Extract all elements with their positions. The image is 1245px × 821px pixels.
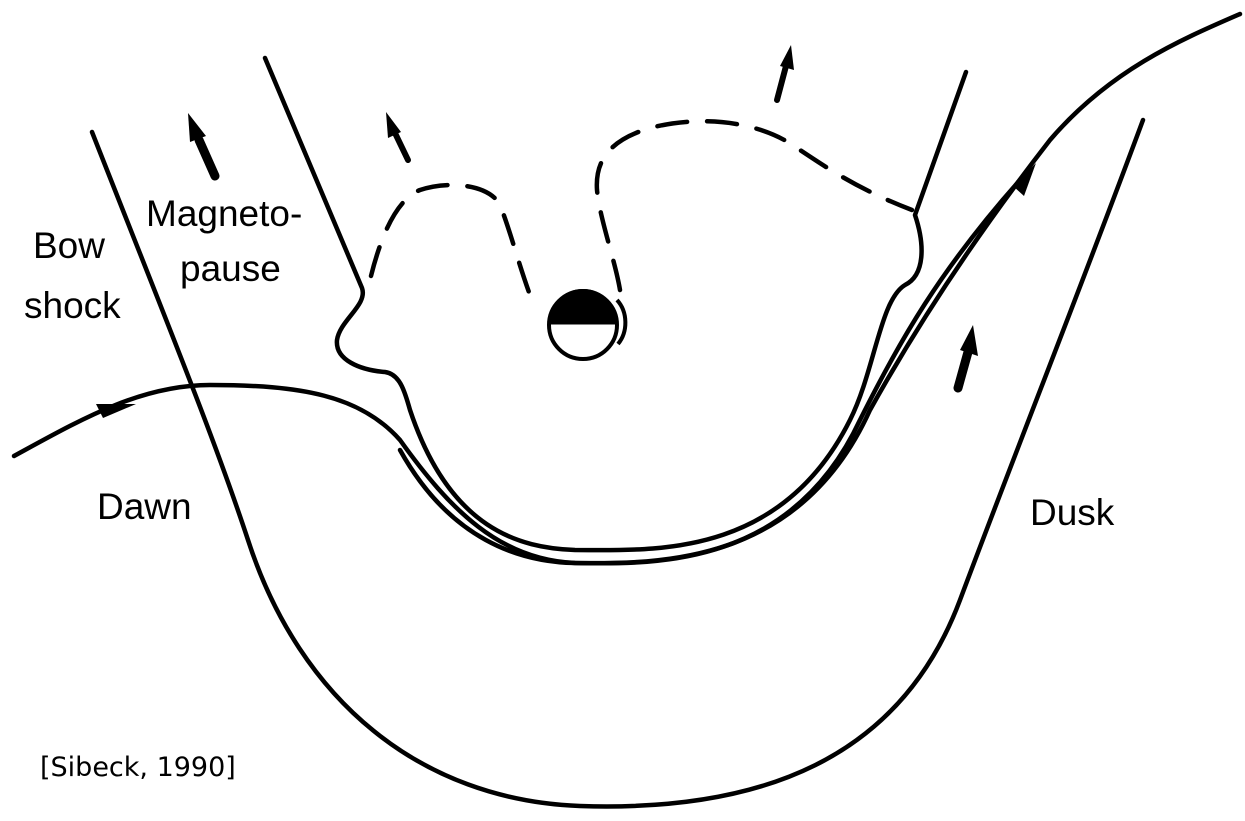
bow-shock-label-line2: shock <box>24 287 121 324</box>
magnetopause-inner-curve <box>400 180 1020 563</box>
earth-icon <box>549 289 625 359</box>
dusk-label: Dusk <box>1030 494 1114 531</box>
flow-arrow-3-icon <box>777 45 794 100</box>
dashed-boundary-left <box>371 185 530 295</box>
citation-text: [Sibeck, 1990] <box>40 752 236 783</box>
magnetopause-label-line1: Magneto- <box>146 195 302 232</box>
flow-arrow-2-icon <box>386 112 408 160</box>
magnetopause-label-line2: pause <box>180 250 281 287</box>
magnetopause-curve <box>265 58 966 550</box>
flow-arrow-1-icon <box>188 113 215 176</box>
flow-arrow-4-icon <box>958 325 978 388</box>
dawn-label: Dawn <box>97 488 192 525</box>
bow-shock-label-line1: Bow <box>33 227 105 264</box>
field-line-arrow-dawn <box>96 404 136 418</box>
field-line-arrow-dusk <box>1013 163 1036 196</box>
dashed-boundary-right <box>597 121 912 290</box>
